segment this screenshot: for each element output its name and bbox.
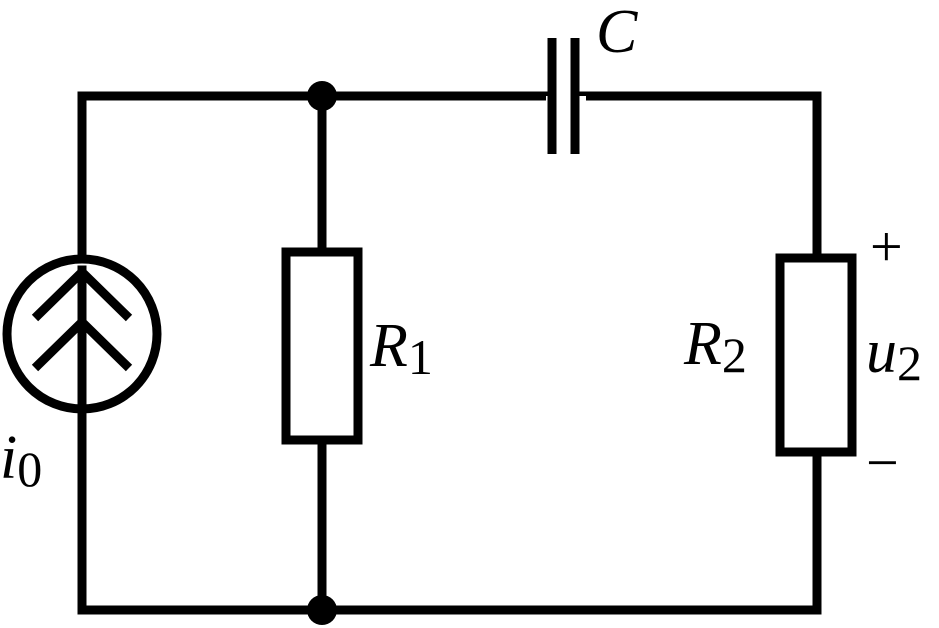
resistor-r1-symbol: R xyxy=(369,312,408,380)
resistor-r2-symbol: R xyxy=(683,310,722,378)
current-source-subscript: 0 xyxy=(17,441,42,497)
current-source-symbol: i xyxy=(0,424,17,492)
current-source-arrow-lower xyxy=(31,315,133,372)
capacitor xyxy=(546,38,586,154)
voltage-u2-symbol: u xyxy=(866,318,897,386)
junction-top xyxy=(307,81,337,111)
resistor-r2-label: R2 xyxy=(683,310,747,383)
resistor-r2-subscript: 2 xyxy=(722,327,747,383)
current-source-arrow-upper xyxy=(31,265,133,322)
current-source xyxy=(2,254,162,414)
voltage-u2-label: u2 xyxy=(866,318,922,391)
resistor-r1 xyxy=(281,247,363,445)
resistor-r1-subscript: 1 xyxy=(408,329,433,385)
voltage-minus-sign: − xyxy=(866,430,899,495)
junction-bottom xyxy=(307,595,337,625)
capacitor-label: C xyxy=(596,0,638,66)
voltage-u2-subscript: 2 xyxy=(897,335,922,391)
wire-bottom xyxy=(77,447,822,615)
current-source-label: i0 xyxy=(0,424,42,497)
resistor-r2 xyxy=(775,253,857,457)
resistor-r1-label: R1 xyxy=(369,312,433,385)
wire-top-right xyxy=(570,91,822,263)
capacitor-gap xyxy=(546,96,586,102)
voltage-plus-sign: + xyxy=(870,214,903,279)
